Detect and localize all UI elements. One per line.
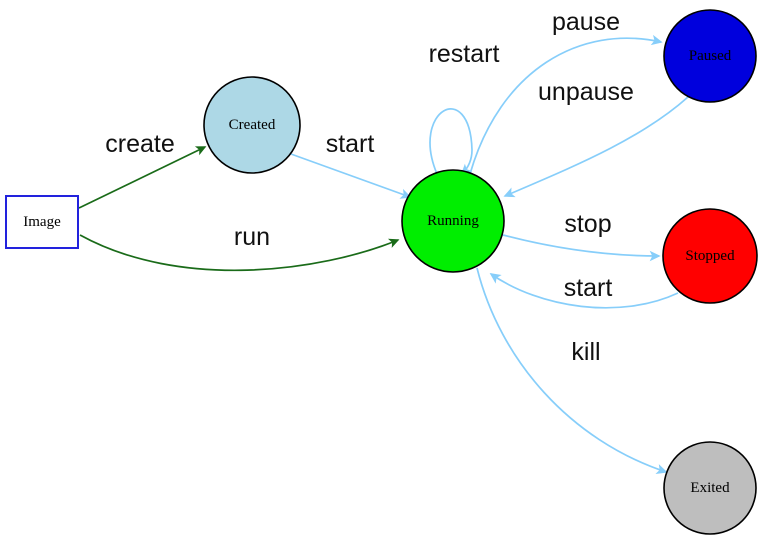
node-image-shape [5, 195, 79, 249]
edge-restart-label: restart [429, 40, 500, 68]
edge-restart[interactable]: restart [429, 40, 500, 176]
edge-create-path [78, 146, 207, 209]
edge-run-path [79, 234, 400, 272]
node-paused[interactable]: Paused [663, 9, 757, 103]
edge-start-created[interactable]: start [290, 130, 412, 199]
nodes-layer: Image Created Running Paused Stopped Exi [5, 9, 758, 535]
edge-start-stopped[interactable]: start [489, 273, 679, 309]
edge-stop-label: stop [564, 210, 611, 238]
edge-pause-path [469, 34, 663, 175]
edge-run-label: run [234, 223, 270, 251]
edge-unpause-label: unpause [538, 78, 634, 106]
node-created-shape [203, 76, 301, 174]
node-created[interactable]: Created [203, 76, 301, 174]
edge-restart-path [429, 108, 473, 176]
node-stopped-shape [662, 208, 758, 304]
edge-start-created-label: start [326, 130, 375, 158]
edges-layer: create run start restart pause [78, 8, 689, 475]
edge-unpause[interactable]: unpause [503, 78, 689, 198]
edge-kill-path [476, 267, 668, 475]
node-running[interactable]: Running [401, 169, 505, 273]
edge-start-stopped-label: start [564, 274, 613, 302]
node-exited[interactable]: Exited [663, 441, 757, 535]
edge-stop[interactable]: stop [502, 210, 661, 262]
node-paused-shape [663, 9, 757, 103]
edge-pause[interactable]: pause [469, 8, 663, 175]
edge-start-stopped-path [489, 273, 679, 309]
edge-pause-label: pause [552, 8, 620, 36]
node-exited-shape [663, 441, 757, 535]
edge-start-created-path [290, 153, 412, 199]
edge-create-label: create [105, 130, 174, 158]
node-running-shape [401, 169, 505, 273]
edge-kill-label: kill [571, 338, 600, 366]
node-image[interactable]: Image [5, 195, 79, 249]
node-stopped[interactable]: Stopped [662, 208, 758, 304]
edge-create[interactable]: create [78, 130, 207, 209]
edge-kill[interactable]: kill [476, 267, 668, 475]
edge-unpause-path [503, 96, 689, 198]
edge-stop-path [502, 234, 661, 262]
edge-run[interactable]: run [79, 223, 400, 272]
